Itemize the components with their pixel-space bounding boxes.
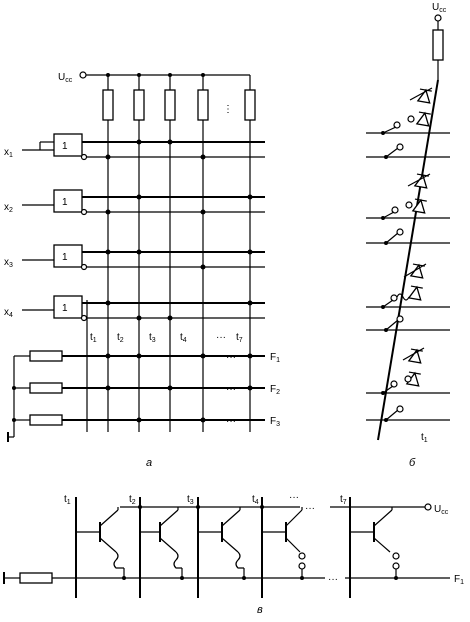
panel-a: Ucc ⋮ x1 bbox=[4, 71, 280, 469]
panel-b-column-label: t1 bbox=[421, 432, 428, 444]
panel-a-column-lines bbox=[86, 120, 251, 432]
svg-text:1: 1 bbox=[62, 141, 68, 152]
output-f1-label: F1 bbox=[270, 352, 280, 364]
svg-text:1: 1 bbox=[62, 252, 68, 263]
panel-a-supply-label: Ucc bbox=[58, 72, 73, 84]
svg-text:t3: t3 bbox=[187, 494, 194, 506]
svg-text:t4: t4 bbox=[252, 494, 259, 506]
input-x1-label: x1 bbox=[4, 147, 13, 159]
input-x2-label: x2 bbox=[4, 202, 13, 214]
svg-text:t7: t7 bbox=[340, 494, 347, 506]
panel-a-column-labels: t1 t2 t3 t4 ··· t7 bbox=[90, 332, 243, 344]
panel-c-caption: в bbox=[257, 604, 263, 616]
panel-a-supply-terminal bbox=[79, 71, 87, 79]
input-x3-label: x3 bbox=[4, 257, 13, 269]
svg-text:···: ··· bbox=[226, 352, 236, 363]
svg-text:t2: t2 bbox=[117, 332, 124, 344]
svg-text:1: 1 bbox=[62, 303, 68, 314]
gate-1 bbox=[53, 133, 83, 157]
svg-text:t4: t4 bbox=[180, 332, 187, 344]
output-f2-label: F2 bbox=[270, 384, 280, 396]
panel-a-inverters: x1 1 x2 1 x3 1 x4 bbox=[4, 133, 265, 322]
svg-text:t2: t2 bbox=[129, 494, 136, 506]
svg-text:···: ··· bbox=[305, 503, 315, 514]
output-f3-label: F3 bbox=[270, 416, 280, 428]
panel-a-junctions bbox=[105, 139, 253, 321]
panel-b-rows bbox=[366, 132, 450, 421]
panel-a-pullup-resistors bbox=[102, 73, 256, 121]
svg-text:···: ··· bbox=[216, 332, 226, 343]
svg-text:···: ··· bbox=[328, 574, 338, 585]
panel-b-junctions bbox=[381, 131, 388, 422]
input-x4-label: x4 bbox=[4, 307, 13, 319]
panel-c: t1 t2 t3 t4 ··· t7 ··· Ucc ··· F1 bbox=[3, 492, 464, 616]
svg-text:···: ··· bbox=[226, 384, 236, 395]
svg-text:t1: t1 bbox=[90, 332, 97, 344]
panel-b-diodes bbox=[402, 87, 433, 387]
panel-b-supply-label: Ucc bbox=[432, 2, 447, 14]
panel-b-column-line bbox=[377, 79, 439, 441]
svg-text:t3: t3 bbox=[149, 332, 156, 344]
panel-a-caption: а bbox=[146, 457, 152, 469]
panel-c-transistors bbox=[76, 505, 400, 580]
svg-text:···: ··· bbox=[289, 492, 299, 503]
panel-b-caption: б bbox=[409, 457, 416, 469]
panel-a-resistor-gap: ⋮ bbox=[223, 104, 233, 115]
svg-text:t1: t1 bbox=[64, 494, 71, 506]
panel-a-output-rows: ··· ··· ··· F1 F2 F3 bbox=[7, 350, 280, 442]
panel-c-output-label: F1 bbox=[454, 574, 464, 586]
panel-b: Ucc bbox=[366, 2, 450, 469]
svg-text:t7: t7 bbox=[236, 332, 243, 344]
panel-c-column-lines bbox=[75, 497, 351, 598]
panel-c-supply-label: Ucc bbox=[434, 504, 449, 516]
panel-b-fuse-links bbox=[382, 115, 415, 421]
svg-text:···: ··· bbox=[226, 416, 236, 427]
svg-text:1: 1 bbox=[62, 197, 68, 208]
panel-c-column-labels: t1 t2 t3 t4 ··· t7 bbox=[64, 492, 347, 506]
panel-b-resistor bbox=[432, 29, 444, 61]
